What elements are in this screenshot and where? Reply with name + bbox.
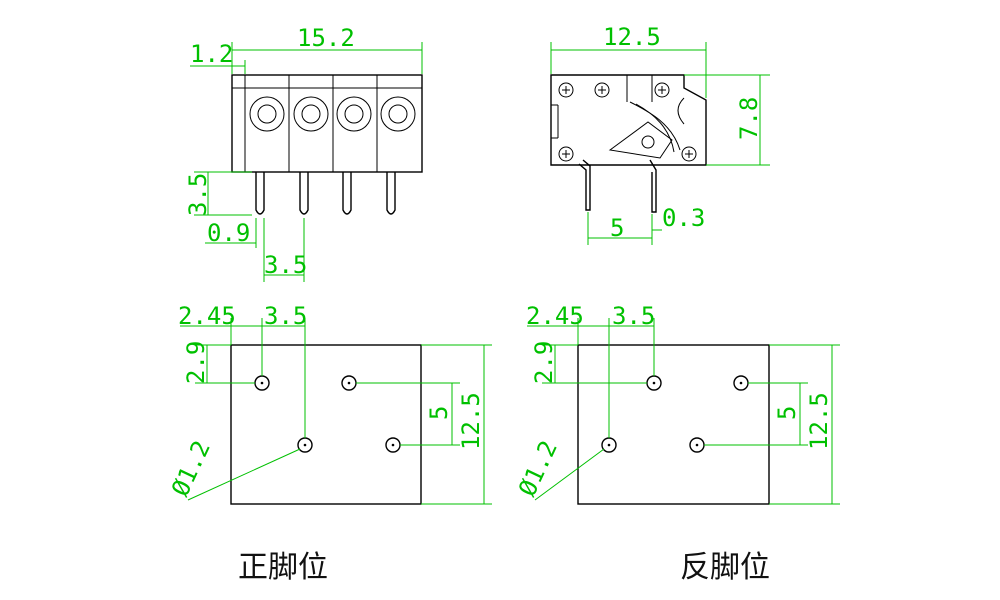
pin-width-label: 0.9 <box>207 219 250 247</box>
pcb-layout-reverse: 2.45 3.5 2.9 5 12.5 Ø1.2 <box>513 302 840 505</box>
pin-length-label: 3.5 <box>184 173 212 216</box>
wire-entry-holes <box>249 96 416 132</box>
front-footprint-outline <box>230 344 422 505</box>
front-pitch-x-label: 3.5 <box>264 302 307 330</box>
reverse-footprint-outline <box>577 344 770 505</box>
height-label: 7.8 <box>735 97 763 140</box>
reverse-pin-holes <box>601 375 749 453</box>
reverse-height-label: 12.5 <box>805 392 833 450</box>
front-pin-holes <box>254 375 401 453</box>
edge-offset-label: 1.2 <box>190 40 233 68</box>
reverse-pitch-x-label: 3.5 <box>612 302 655 330</box>
front-offset-y-label: 2.9 <box>182 341 210 384</box>
lead-thickness-label: 0.3 <box>662 204 705 232</box>
front-height-label: 12.5 <box>457 392 485 450</box>
front-pin-caption: 正脚位 <box>238 550 328 585</box>
reverse-offset-x-label: 2.45 <box>526 302 584 330</box>
end-view-leads <box>578 159 657 213</box>
front-offset-x-label: 2.45 <box>178 302 236 330</box>
side-view: 15.2 1.2 3.5 0.9 3.5 <box>184 24 423 282</box>
side-view-pins <box>255 172 396 215</box>
reverse-hole-diameter-label: Ø1.2 <box>513 436 563 500</box>
reverse-row-spacing-label: 5 <box>773 406 801 420</box>
width-label: 12.5 <box>603 23 661 51</box>
front-row-spacing-label: 5 <box>425 406 453 420</box>
reverse-offset-y-label: 2.9 <box>530 341 558 384</box>
pin-pitch-label: 3.5 <box>264 251 307 279</box>
lead-spacing-label: 5 <box>610 214 624 242</box>
overall-length-label: 15.2 <box>297 24 355 52</box>
side-view-body <box>231 74 423 173</box>
reverse-pin-caption: 反脚位 <box>680 550 770 585</box>
end-view: 12.5 7.8 5 0.3 <box>550 23 770 245</box>
pcb-layout-front: 2.45 3.5 2.9 5 12.5 Ø1.2 <box>166 302 492 505</box>
end-view-body <box>550 74 707 166</box>
